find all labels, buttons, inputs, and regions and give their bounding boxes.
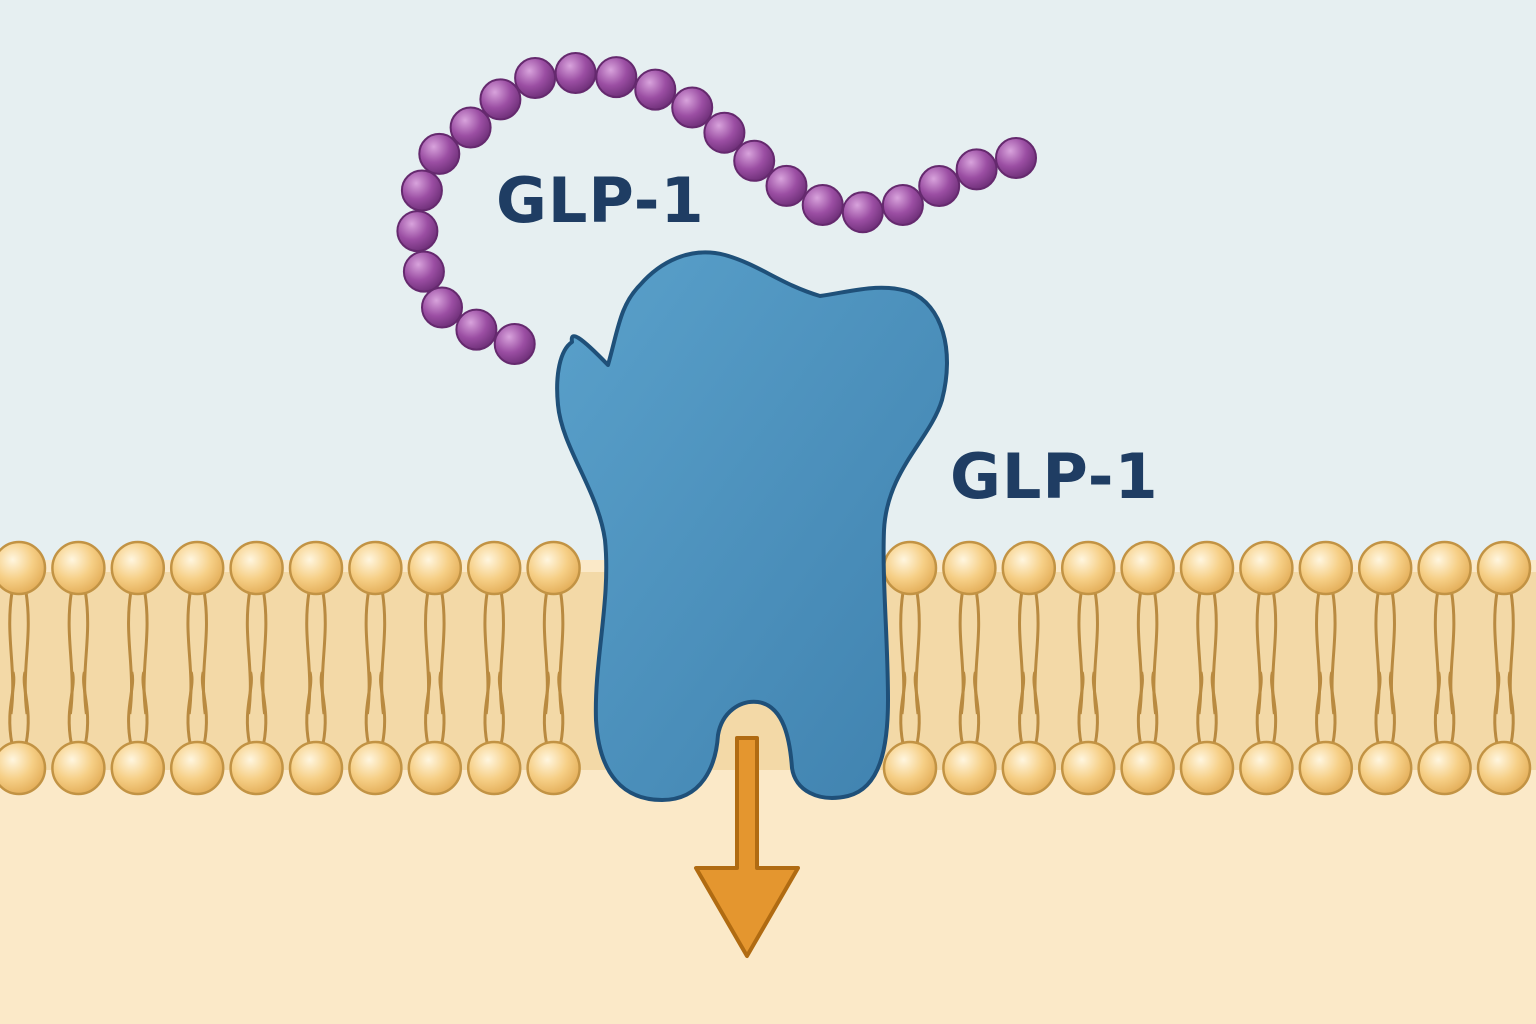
lipid-head <box>1476 540 1532 596</box>
amino-acid-bead <box>479 78 522 121</box>
lipid-tail-pair <box>1018 591 1040 745</box>
lipid-head <box>942 740 997 796</box>
amino-acid-bead <box>671 86 714 129</box>
lipid-tail-pair <box>245 591 268 745</box>
lipid-head <box>51 740 106 796</box>
lipid-heads <box>0 540 1532 796</box>
amino-acid-bead <box>801 184 844 226</box>
glp1-receptor-label: GLP-1 <box>950 440 1159 513</box>
lipid-head <box>110 540 166 596</box>
lipid-head <box>882 740 938 796</box>
lipid-tail-pair <box>1433 591 1456 745</box>
signal-arrow-icon <box>694 736 800 958</box>
lipid-head <box>1357 540 1413 596</box>
lipid-head <box>1357 740 1413 796</box>
amino-acid-bead <box>402 250 445 293</box>
lipid-tail-pair <box>305 591 327 745</box>
lipid-head <box>51 540 106 596</box>
lipid-tail-pair <box>127 591 149 745</box>
lipid-head <box>1060 540 1116 596</box>
lipid-tail-pair <box>1136 591 1159 745</box>
lipid-tail-pair <box>186 591 208 745</box>
lipid-head <box>407 740 463 796</box>
lipid-head <box>1001 740 1057 796</box>
lipid-head <box>466 740 522 796</box>
amino-acid-bead <box>918 165 961 207</box>
lipid-head <box>1060 740 1116 796</box>
lipid-head <box>1239 540 1294 596</box>
receptor-icon <box>555 250 949 802</box>
lipid-head <box>882 540 938 596</box>
lipid-head <box>1417 740 1472 796</box>
lipid-head <box>169 540 225 596</box>
lipid-head <box>110 740 166 796</box>
amino-acid-bead <box>634 68 677 111</box>
lipid-head <box>1417 540 1472 596</box>
amino-acid-bead <box>733 139 776 182</box>
lipid-tail-pair <box>67 591 90 745</box>
amino-acid-bead <box>703 111 746 154</box>
lipid-tail-pair <box>364 591 387 745</box>
lipid-head <box>407 540 463 596</box>
lipid-head <box>526 740 581 796</box>
lipid-head <box>1179 740 1235 796</box>
glp1-peptide-chain <box>396 52 1037 365</box>
amino-acid-bead <box>765 164 808 207</box>
amino-acid-bead <box>995 137 1037 179</box>
lipid-tail-pair <box>424 591 446 745</box>
lipid-head <box>288 740 344 796</box>
amino-acid-bead <box>421 286 463 329</box>
lipid-head <box>1179 540 1235 596</box>
amino-acid-bead <box>396 210 439 253</box>
amino-acid-bead <box>955 148 998 191</box>
lipid-tails <box>8 591 1515 745</box>
lipid-tail-pair <box>1315 591 1337 745</box>
lipid-tail-pair <box>1196 591 1218 745</box>
lipid-tail-pair <box>1255 591 1278 745</box>
amino-acid-bead <box>493 323 536 365</box>
lipid-head <box>288 540 344 596</box>
amino-acid-bead <box>514 57 557 99</box>
amino-acid-bead <box>841 191 884 234</box>
lipid-head <box>466 540 522 596</box>
lipid-head <box>1001 540 1057 596</box>
glp1-peptide-label: GLP-1 <box>496 164 705 237</box>
lipid-head <box>348 540 403 596</box>
amino-acid-bead <box>881 184 924 226</box>
lipid-head <box>1120 540 1175 596</box>
lipid-head <box>1239 740 1294 796</box>
lipid-head <box>169 740 225 796</box>
lipid-tail-pair <box>8 591 30 745</box>
lipid-tail-pair <box>542 591 565 745</box>
lipid-tail-pair <box>958 591 981 745</box>
lipid-tail-pair <box>1493 591 1515 745</box>
lipid-head <box>1298 540 1354 596</box>
amino-acid-bead <box>400 169 443 212</box>
amino-acid-bead <box>595 56 638 99</box>
lipid-head <box>942 540 997 596</box>
amino-acid-bead <box>455 308 498 351</box>
lipid-head <box>229 740 284 796</box>
lipid-head <box>526 540 581 596</box>
lipid-head <box>348 740 403 796</box>
lipid-head <box>1476 740 1532 796</box>
amino-acid-bead <box>418 132 461 175</box>
lipid-tail-pair <box>1077 591 1099 745</box>
lipid-tail-pair <box>483 591 505 745</box>
lipid-tail-pair <box>1374 591 1396 745</box>
lipid-head <box>0 540 47 596</box>
amino-acid-bead <box>554 52 597 94</box>
lipid-head <box>1298 740 1354 796</box>
lipid-head <box>1120 740 1175 796</box>
lipid-head <box>0 740 47 796</box>
lipid-head <box>229 540 284 596</box>
lipid-tail-pair <box>899 591 921 745</box>
amino-acid-bead <box>449 106 492 149</box>
